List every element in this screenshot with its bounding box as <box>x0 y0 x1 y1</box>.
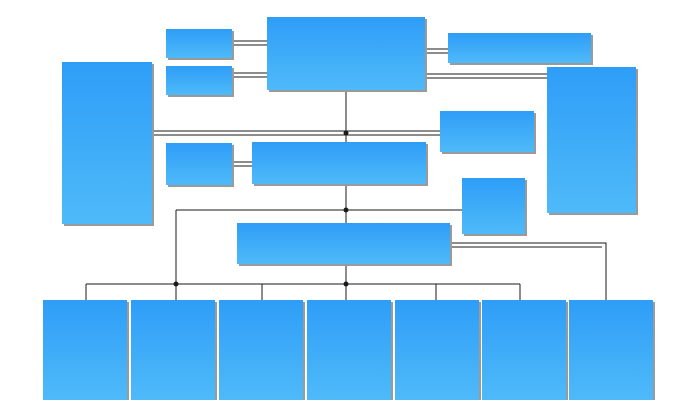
middle-center-box <box>252 142 426 184</box>
right-tall-box <box>547 67 636 213</box>
diagram-boxes <box>43 17 655 400</box>
top-right-wide-box <box>448 33 591 63</box>
bottom-box-1 <box>43 300 127 400</box>
lower-wide-box <box>237 223 450 264</box>
connector-lines <box>85 40 607 300</box>
bottom-box-6 <box>482 300 566 400</box>
bottom-box-2 <box>131 300 215 400</box>
right-middle-box <box>440 111 534 152</box>
junction-dot <box>343 207 349 213</box>
bottom-box-5 <box>395 300 479 400</box>
right-lower-small-box <box>462 178 525 234</box>
junction-dot <box>173 281 179 287</box>
top-root-box <box>267 17 425 90</box>
junction-dots <box>173 130 349 287</box>
top-left-small-box-1 <box>166 29 232 58</box>
middle-left-small-box <box>166 143 232 185</box>
junction-dot <box>343 281 349 287</box>
junction-dot <box>343 130 349 136</box>
top-left-small-box-2 <box>166 66 232 95</box>
bottom-box-7 <box>569 300 653 400</box>
left-tall-box <box>62 62 152 224</box>
bottom-box-3 <box>219 300 303 400</box>
bottom-box-4 <box>307 300 391 400</box>
